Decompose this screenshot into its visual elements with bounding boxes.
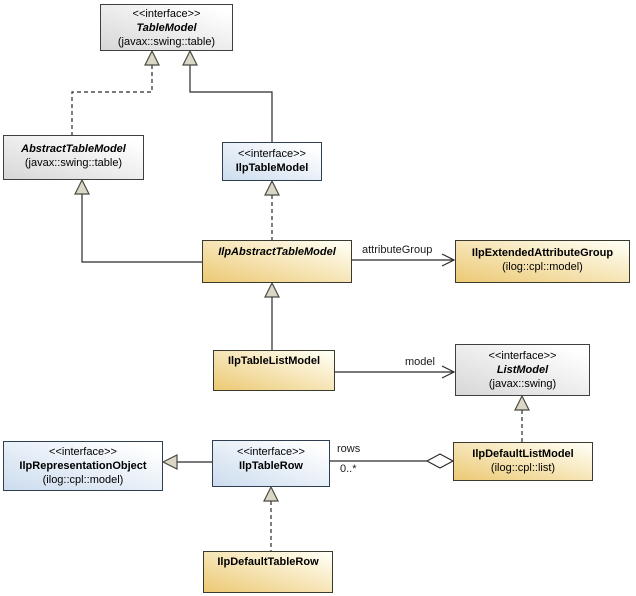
class-ilpabstracttablemodel: IlpAbstractTableModel [202,240,352,283]
package-label: (ilog::cpl::list) [490,462,556,474]
class-name: AbstractTableModel [21,143,126,155]
class-name: IlpDefaultTableRow [217,556,319,568]
stereotype-label: <<interface>> [132,8,201,20]
class-ilpdefaultlistmodel: IlpDefaultListModel (ilog::cpl::list) [453,442,593,481]
class-ilptablerow: <<interface>> IlpTableRow [212,440,330,487]
class-ilprepresentationobject: <<interface>> IlpRepresentationObject (i… [3,441,163,491]
edge-label-attributegroup: attributeGroup [362,244,433,256]
class-ilptablemodel: <<interface>> IlpTableModel [222,142,322,181]
class-name: IlpTableListModel [227,355,321,367]
class-name: IlpAbstractTableModel [218,246,336,258]
package-label: (javax::swing) [488,378,557,390]
association-model [335,365,456,379]
generalization-ilpabstracttablemodel-abstracttablemodel [74,178,202,263]
stereotype-label: <<interface>> [237,446,305,458]
realization-ilpabstracttablemodel-ilptablemodel [264,179,280,240]
edge-label-rows-multiplicity: 0..* [340,463,357,475]
generalization-ilptablerow-ilprepresentationobject [161,454,212,470]
stereotype-label: <<interface>> [238,148,306,160]
stereotype-label: <<interface>> [488,350,557,362]
package-label: (javax::swing::table) [117,36,216,48]
package-label: (ilog::cpl::model) [42,474,124,486]
class-name: IlpTableModel [235,162,309,174]
edge-label-model: model [405,356,435,368]
class-name: TableModel [136,22,197,34]
stereotype-label: <<interface>> [49,446,117,458]
package-label: (javax::swing::table) [24,157,123,169]
class-name: IlpRepresentationObject [19,460,147,472]
class-tablemodel: <<interface>> TableModel (javax::swing::… [100,4,233,51]
association-attributegroup [352,253,456,267]
realization-ilpdefaulttablerow-ilptablerow [263,485,279,551]
class-ilpdefaulttablerow: IlpDefaultTableRow [203,551,333,593]
class-name: IlpExtendedAttributeGroup [471,247,614,259]
package-label: (ilog::cpl::model) [502,261,583,273]
edge-label-rows: rows [337,443,361,455]
realization-abstracttablemodel-tablemodel [71,49,160,135]
generalization-ilptablemodel-tablemodel [182,49,273,142]
class-listmodel: <<interface>> ListModel (javax::swing) [455,344,590,396]
class-name: ListModel [496,364,549,376]
generalization-ilptablelistmodel-ilpabstracttablemodel [264,281,280,350]
class-name: IlpDefaultListModel [472,448,574,460]
class-name: IlpTableRow [239,460,303,472]
class-abstracttablemodel: AbstractTableModel (javax::swing::table) [3,135,144,180]
class-ilptablelistmodel: IlpTableListModel [213,350,335,391]
realization-ilpdefaultlistmodel-listmodel [514,394,530,442]
class-ilpextendedattributegroup: IlpExtendedAttributeGroup (ilog::cpl::mo… [455,240,630,283]
